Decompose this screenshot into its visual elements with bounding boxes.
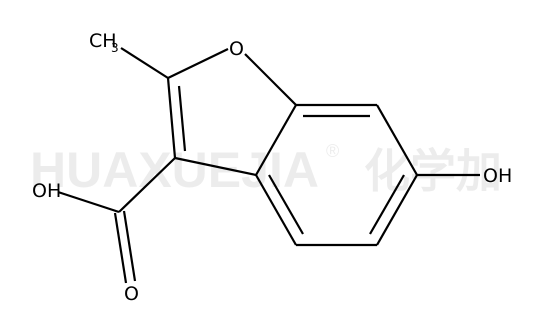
methyl-subscript: 3 (111, 41, 119, 55)
bond-carboxyl-o-second (122, 210, 137, 282)
bonds (57, 47, 480, 284)
bond-c3a-c7a (255, 104, 297, 176)
bond-carboxyl-o (113, 212, 128, 284)
bond-c7-c6 (376, 104, 418, 176)
watermark: HUAXUEJIA ® 化学加 (30, 141, 502, 198)
bond-c3-c3a (174, 156, 257, 177)
bond-carboxyl-oh (57, 190, 120, 214)
bond-c2-c3 (166, 77, 177, 159)
bond-c4-c3a (255, 174, 297, 246)
watermark-registered-mark: ® (326, 141, 339, 161)
bond-c2-o1 (167, 48, 229, 79)
bond-c2-c3-inner (177, 85, 187, 152)
bond-o1-c7a (244, 53, 297, 106)
methyl-label: CH (89, 30, 117, 52)
carbonyl-oxygen-label: O (124, 283, 139, 305)
phenol-oh-label: OH (483, 165, 512, 187)
bond-methyl-c2 (120, 47, 169, 79)
ring-oxygen-label: O (229, 38, 244, 60)
bond-c6-c5 (376, 174, 418, 246)
atom-labels: CH 3 O OH O OH (32, 30, 512, 305)
bond-c4-c3a-inner (268, 174, 304, 235)
watermark-chinese: 化学加 (364, 144, 502, 198)
bond-c6-c5-inner (369, 174, 405, 235)
acid-oh-label: OH (32, 180, 61, 202)
bond-c3-carboxyl (118, 157, 176, 213)
